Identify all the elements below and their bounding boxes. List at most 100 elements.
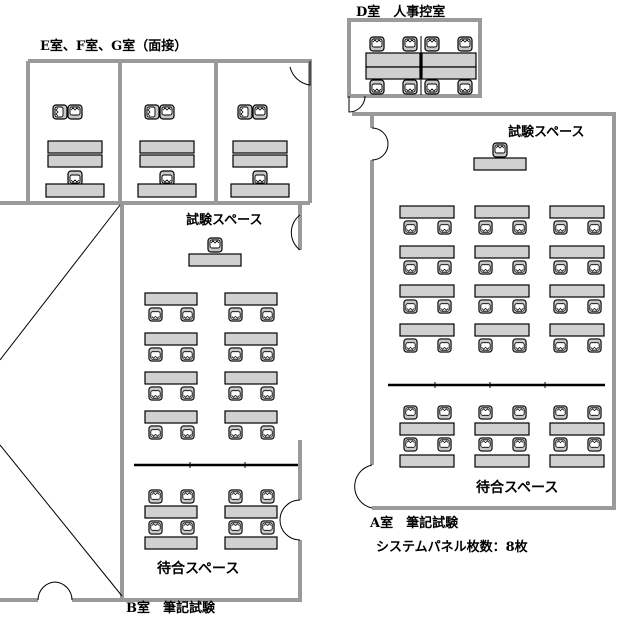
chair-icon [403, 405, 418, 420]
table [224, 332, 278, 346]
table [47, 154, 103, 168]
chair-icon [403, 220, 418, 235]
table [224, 410, 278, 424]
chair-icon [512, 220, 527, 235]
door-swing [37, 581, 73, 601]
room-a-label: A室 筆記試験 [370, 516, 459, 531]
table [144, 332, 198, 346]
table [232, 140, 288, 154]
chair-icon [228, 386, 243, 401]
chair-icon [478, 338, 493, 353]
chair-icon [512, 405, 527, 420]
chair-icon [457, 36, 473, 52]
chair-icon [402, 36, 418, 52]
table [137, 183, 197, 198]
table [474, 422, 530, 436]
table [365, 66, 421, 80]
chair-icon [252, 170, 268, 186]
chair-icon [369, 79, 385, 95]
table [421, 66, 477, 80]
chair-icon [478, 299, 493, 314]
table [365, 52, 421, 68]
table [47, 140, 103, 154]
chair-icon [437, 220, 452, 235]
chair-icon [144, 104, 160, 120]
table [144, 292, 198, 306]
table [144, 536, 198, 550]
table [399, 284, 455, 298]
chair-icon [478, 260, 493, 275]
table [549, 323, 605, 337]
chair-icon [228, 489, 243, 504]
table [549, 422, 605, 436]
chair-icon [260, 347, 275, 362]
walls [0, 18, 616, 602]
chair-icon [207, 237, 223, 253]
table [474, 454, 530, 468]
table [45, 183, 105, 198]
chair-icon [159, 170, 175, 186]
waiting-a-label: 待合スペース [476, 480, 559, 496]
chair-icon [512, 437, 527, 452]
door-swing [348, 95, 366, 113]
chair-icon [403, 299, 418, 314]
chair-icon [180, 520, 195, 535]
waiting-b-label: 待合スペース [157, 561, 240, 577]
chair-icon [52, 104, 68, 120]
table [144, 505, 198, 519]
table [230, 183, 290, 198]
chair-icon [478, 437, 493, 452]
table [224, 371, 278, 385]
table [549, 284, 605, 298]
chair-icon [553, 338, 568, 353]
table [144, 371, 198, 385]
chair-icon [260, 425, 275, 440]
chair-icon [252, 104, 268, 120]
table [399, 323, 455, 337]
furniture [45, 36, 605, 550]
chair-icon [457, 79, 473, 95]
table [549, 205, 605, 219]
chair-icon [148, 347, 163, 362]
panel-count-label: システムパネル枚数：8枚 [376, 540, 528, 555]
chair-icon [587, 260, 602, 275]
chair-icon [437, 260, 452, 275]
chair-icon [512, 338, 527, 353]
table [139, 154, 195, 168]
table [474, 323, 530, 337]
doors [37, 61, 389, 601]
room-d-label: D室 人事控室 [356, 5, 446, 20]
chair-icon [403, 338, 418, 353]
chair-icon [148, 520, 163, 535]
chair-icon [512, 299, 527, 314]
chair-icon [180, 307, 195, 322]
chair-icon [67, 104, 83, 120]
table [144, 410, 198, 424]
thin-lines [0, 204, 605, 597]
table [549, 245, 605, 259]
chair-icon [237, 104, 253, 120]
table [399, 422, 455, 436]
table [473, 157, 527, 171]
diagonal-line [0, 204, 121, 361]
table [224, 292, 278, 306]
table [232, 154, 288, 168]
wall-segment [352, 112, 616, 510]
table [224, 505, 278, 519]
chair-icon [148, 425, 163, 440]
chair-icon [403, 260, 418, 275]
chair-icon [228, 520, 243, 535]
door-swing [279, 499, 301, 541]
chair-icon [260, 307, 275, 322]
door-swing [371, 127, 389, 161]
chair-icon [159, 104, 175, 120]
chair-icon [437, 299, 452, 314]
chair-icon [553, 260, 568, 275]
door-swing [290, 214, 301, 251]
door-swing [289, 61, 311, 86]
chair-icon [424, 79, 440, 95]
chair-icon [180, 489, 195, 504]
room-b-label: B室 筆記試験 [126, 601, 215, 616]
chair-icon [228, 347, 243, 362]
